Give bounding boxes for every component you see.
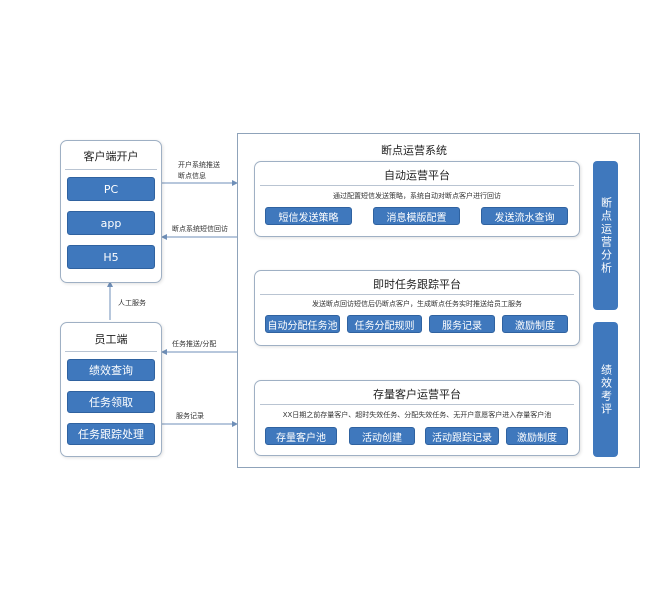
btn-sms-strategy[interactable]: 短信发送策略: [265, 207, 352, 225]
system-title: 断点运营系统: [381, 144, 447, 157]
label-push-line1: 开户系统推送: [178, 161, 220, 169]
platform-instant-title: 即时任务跟踪平台: [373, 278, 461, 291]
side-analysis-label: 断点运营分析: [599, 196, 613, 275]
client-title: 客户端开户: [83, 150, 139, 163]
staff-item-performance[interactable]: 绩效查询: [67, 359, 155, 381]
staff-title: 员工端: [94, 333, 128, 346]
staff-divider: [65, 351, 157, 352]
platform-stock-desc: XX日期之前存量客户、超时失效任务、分配失效任务、无开户意愿客户进入存量客户池: [282, 411, 552, 419]
label-service-record: 服务记录: [176, 412, 204, 420]
side-evaluation: 绩效考评: [593, 322, 618, 457]
btn-send-log[interactable]: 发送流水查询: [481, 207, 568, 225]
btn-activity-create[interactable]: 活动创建: [349, 427, 415, 445]
platform-instant-desc: 发送断点回访短信后仍断点客户，生成断点任务实时推送给员工服务: [312, 300, 522, 308]
platform-instant-divider: [260, 294, 574, 295]
platform-stock-title: 存量客户运营平台: [373, 388, 461, 401]
btn-incentive-2[interactable]: 激励制度: [506, 427, 568, 445]
platform-instant: 即时任务跟踪平台 发送断点回访短信后仍断点客户，生成断点任务实时推送给员工服务 …: [254, 270, 580, 346]
client-item-h5[interactable]: H5: [67, 245, 155, 269]
label-sms-visit: 断点系统短信回访: [172, 225, 228, 233]
client-item-app[interactable]: app: [67, 211, 155, 235]
platform-stock: 存量客户运营平台 XX日期之前存量客户、超时失效任务、分配失效任务、无开户意愿客…: [254, 380, 580, 456]
staff-item-task-tracking[interactable]: 任务跟踪处理: [67, 423, 155, 445]
client-panel: 客户端开户 PC app H5: [60, 140, 162, 283]
label-push-line2: 断点信息: [178, 172, 206, 180]
btn-task-rules[interactable]: 任务分配规则: [347, 315, 422, 333]
platform-stock-divider: [260, 404, 574, 405]
label-task-push: 任务推送/分配: [172, 340, 217, 348]
platform-auto-divider: [260, 185, 574, 186]
platform-auto-title: 自动运营平台: [384, 169, 450, 182]
btn-auto-task-pool[interactable]: 自动分配任务池: [265, 315, 340, 333]
btn-stock-pool[interactable]: 存量客户池: [265, 427, 337, 445]
btn-template-config[interactable]: 消息模版配置: [373, 207, 460, 225]
btn-incentive-1[interactable]: 激励制度: [502, 315, 568, 333]
side-evaluation-label: 绩效考评: [599, 363, 613, 416]
btn-activity-track[interactable]: 活动跟踪记录: [425, 427, 499, 445]
client-item-pc[interactable]: PC: [67, 177, 155, 201]
label-manual: 人工服务: [118, 299, 146, 307]
platform-auto: 自动运营平台 通过配置短信发送策略，系统自动对断点客户进行回访 短信发送策略 消…: [254, 161, 580, 237]
staff-panel: 员工端 绩效查询 任务领取 任务跟踪处理: [60, 322, 162, 457]
client-divider: [65, 169, 157, 170]
btn-service-record[interactable]: 服务记录: [429, 315, 495, 333]
side-analysis: 断点运营分析: [593, 161, 618, 310]
platform-auto-desc: 通过配置短信发送策略，系统自动对断点客户进行回访: [333, 192, 501, 200]
staff-item-task-claim[interactable]: 任务领取: [67, 391, 155, 413]
